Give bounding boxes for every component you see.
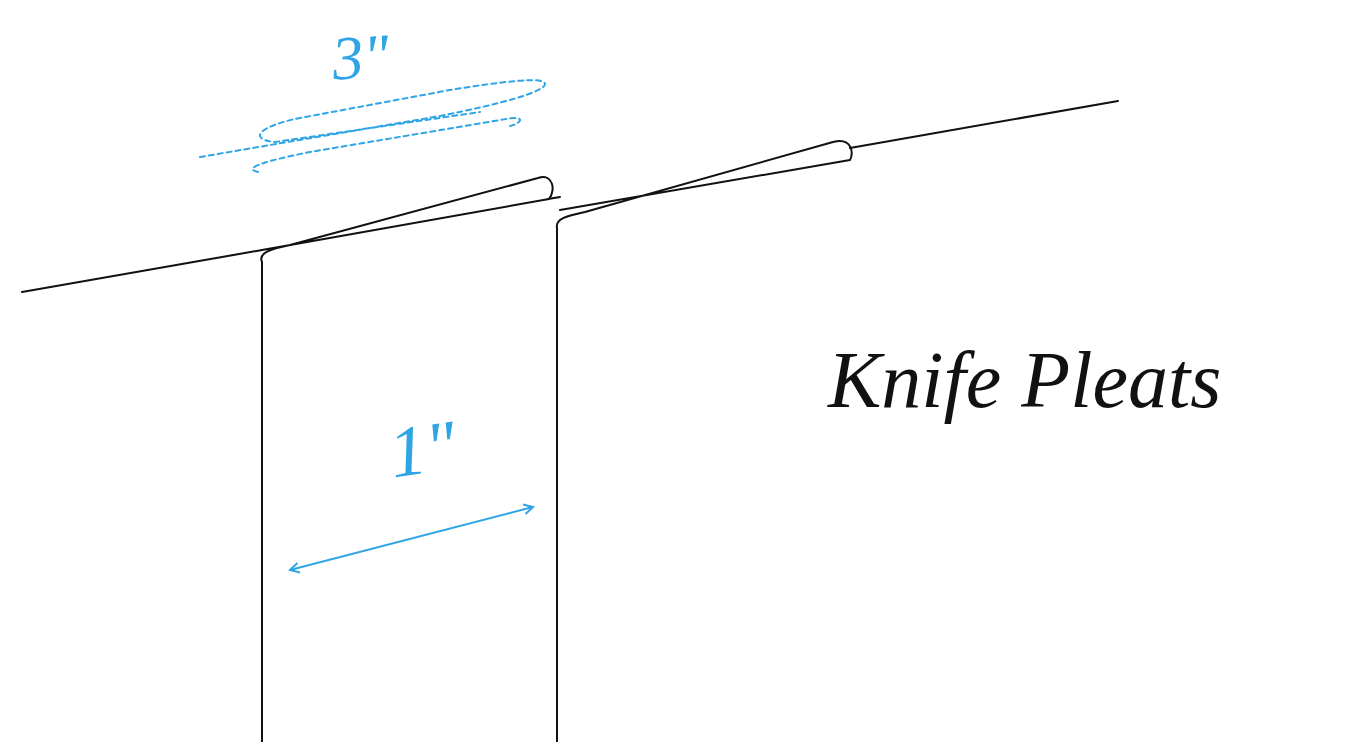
fabric-top-edge — [22, 250, 262, 292]
title-text: Knife Pleats — [828, 340, 1221, 420]
pleat-depth-mark — [253, 118, 520, 172]
pleat-fold — [557, 141, 852, 742]
pleat-depth-mark — [200, 80, 545, 157]
dimension-label: 1" — [385, 409, 461, 490]
dimension-label: 3" — [330, 24, 391, 90]
fabric-top-edge — [850, 101, 1118, 148]
dimension-arrow — [290, 507, 533, 570]
pleat-fold — [261, 177, 552, 742]
